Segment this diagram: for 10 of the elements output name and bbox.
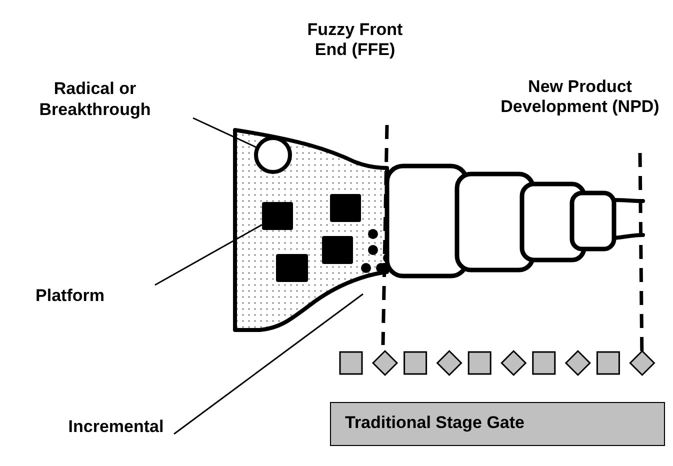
leader-line xyxy=(192,117,256,148)
callout-label: Platform xyxy=(20,285,120,307)
section-heading: Fuzzy Front End (FFE) xyxy=(306,20,404,60)
leader-line xyxy=(174,293,364,435)
square-symbol xyxy=(262,202,293,230)
callout-label: Incremental xyxy=(60,416,172,438)
section-heading: New Product Development (NPD) xyxy=(500,77,660,117)
callout-label: Radical or Breakthrough xyxy=(20,78,170,120)
leader-line xyxy=(154,224,262,286)
stage-gate-box: Traditional Stage Gate xyxy=(330,402,665,446)
